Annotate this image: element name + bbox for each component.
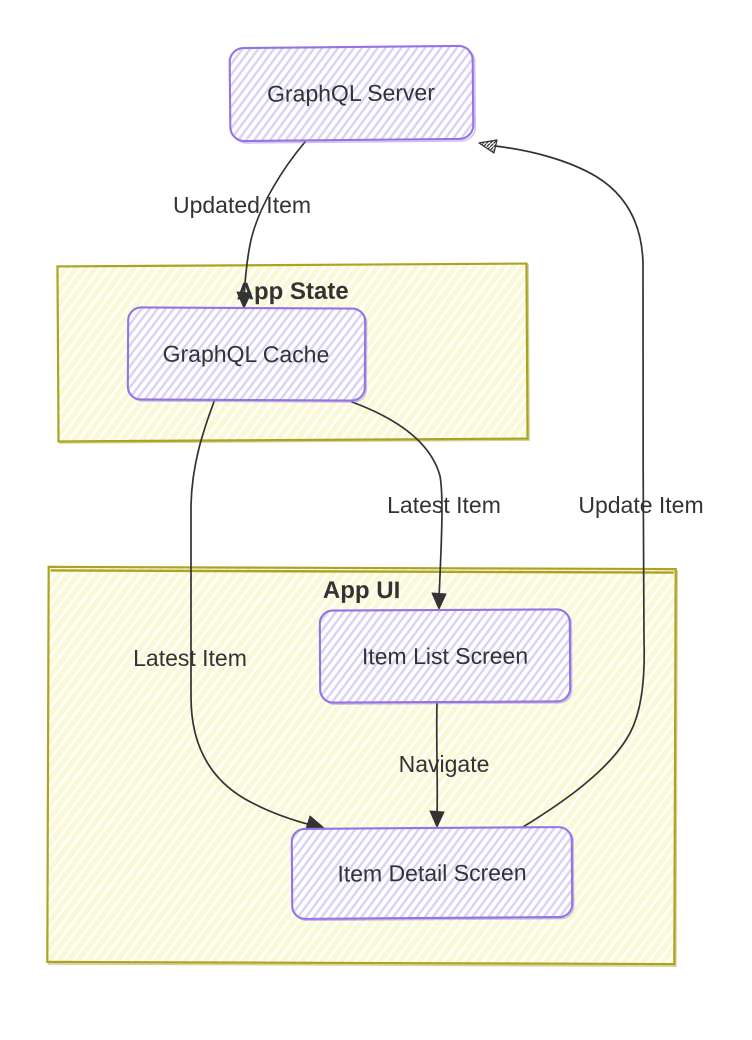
edge-updated-item-path [243, 141, 306, 300]
app-state-title: App State [237, 278, 349, 306]
app-ui-top-edge-sketch [50, 569, 674, 574]
edge-update-item-path [494, 145, 646, 828]
item-list-screen-label: Item List Screen [362, 643, 528, 670]
arrowhead-updated-item [236, 291, 252, 309]
edge-updated-item [236, 141, 306, 309]
edge-latest-item-to-detail-path [190, 398, 312, 826]
edge-label-navigate: Navigate [399, 751, 490, 777]
edge-update-item [478, 139, 646, 828]
graphql-server-label: GraphQL Server [267, 79, 435, 107]
node-graphql-cache: GraphQL Cache [126, 306, 368, 403]
arrowhead-latest-item-to-list [431, 592, 447, 610]
app-ui-title: App UI [323, 577, 400, 604]
node-item-list-screen: Item List Screen [318, 608, 573, 705]
node-item-detail-screen: Item Detail Screen [290, 826, 575, 922]
edge-latest-item-to-list-path [351, 401, 443, 600]
edge-navigate [429, 702, 445, 828]
edge-label-update-item: Update Item [578, 492, 703, 518]
edge-label-latest-item-to-detail: Latest Item [133, 645, 247, 671]
graphql-cache-label: GraphQL Cache [163, 341, 330, 368]
item-detail-screen-label: Item Detail Screen [337, 859, 526, 886]
edge-navigate-path [435, 702, 439, 818]
edge-label-latest-item-to-list: Latest Item [387, 492, 501, 518]
arrowhead-navigate [429, 810, 445, 828]
arrowhead-update-item [478, 139, 498, 154]
edge-label-updated-item: Updated Item [173, 192, 311, 218]
graphql-server-box [228, 44, 475, 143]
item-detail-screen-box [290, 826, 574, 920]
graphql-cache-box [126, 306, 367, 402]
edge-latest-item-to-list [351, 401, 447, 610]
node-graphql-server: GraphQL Server [228, 44, 477, 144]
edge-latest-item-to-detail [190, 398, 325, 830]
item-list-screen-box [318, 608, 572, 704]
